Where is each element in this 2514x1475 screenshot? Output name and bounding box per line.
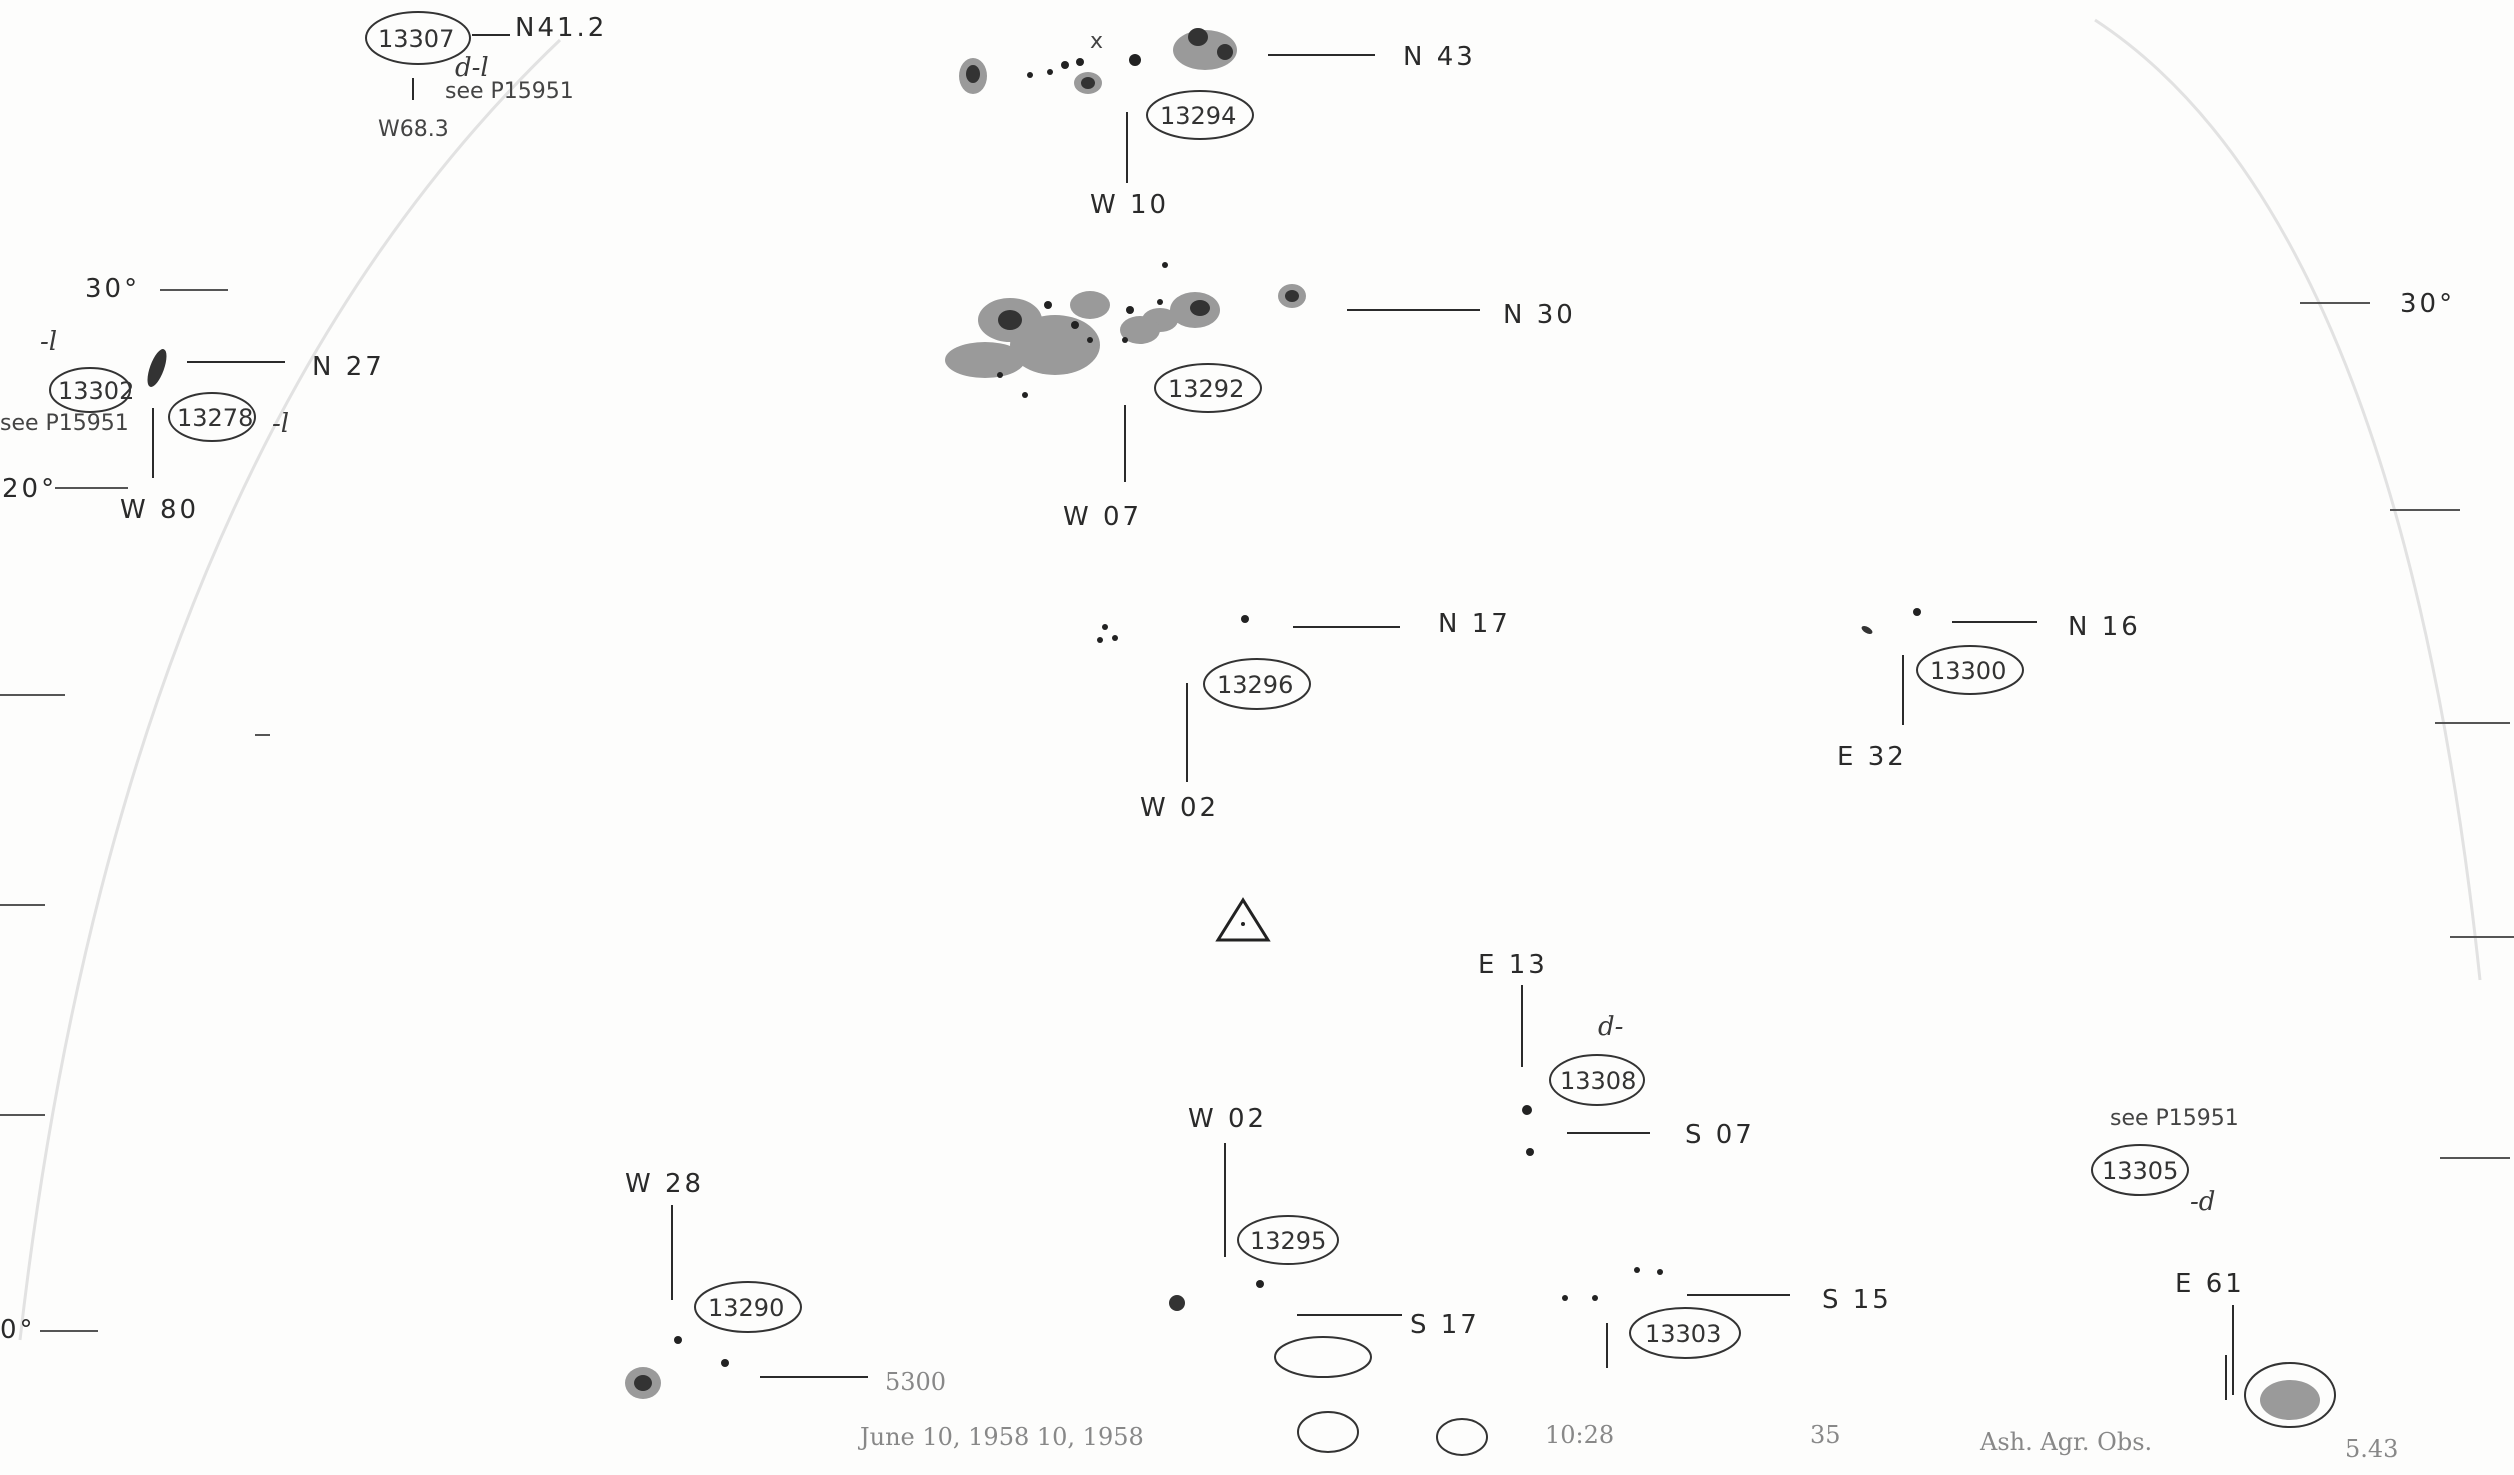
right-margin-ticks: [2300, 302, 2514, 1159]
svg-text:N 16: N 16: [2068, 612, 2141, 642]
marker-13303: S 15 13303: [1562, 1267, 1892, 1368]
scale-label-left-0: 0°: [0, 1315, 36, 1345]
svg-text:N41.2: N41.2: [515, 13, 607, 43]
svg-text:13300: 13300: [1930, 657, 2006, 685]
svg-text:W 02: W 02: [1140, 793, 1219, 823]
marker-13305: see P15951 13305 -d: [2091, 1106, 2239, 1217]
svg-text:13296: 13296: [1217, 671, 1293, 699]
svg-text:d-l: d-l: [455, 53, 489, 83]
svg-text:S 15: S 15: [1822, 1285, 1892, 1315]
svg-text:13303: 13303: [1645, 1320, 1721, 1348]
svg-text:35: 35: [1810, 1421, 1841, 1449]
plate-rim-arc-right: [2094, 18, 2482, 981]
svg-text:N 17: N 17: [1438, 609, 1511, 639]
scale-label-left-30: 30°: [85, 274, 140, 304]
marker-13295: W 02 13295 S 17: [1169, 1104, 1480, 1378]
svg-text:W 80: W 80: [120, 495, 199, 525]
svg-text:S 07: S 07: [1685, 1120, 1755, 1150]
left-margin-ticks: [0, 694, 270, 1116]
marker-13302: -l 13302 see P15951: [0, 327, 134, 436]
svg-text:see P15951: see P15951: [2110, 1106, 2239, 1131]
svg-text:see P15951: see P15951: [0, 411, 129, 436]
marker-13278: N 27 13278 -l W 80: [120, 349, 385, 525]
svg-text:5.43: 5.43: [2345, 1435, 2398, 1463]
galaxy-cluster-center: [945, 262, 1306, 398]
svg-text:E 13: E 13: [1478, 950, 1548, 980]
marker-13306: E 61: [2175, 1269, 2336, 1428]
svg-text:W 02: W 02: [1188, 1104, 1267, 1134]
plate-rim-arc: [18, 38, 562, 1341]
center-triangle-mark: [1215, 897, 1271, 942]
svg-text:S 17: S 17: [1410, 1310, 1480, 1340]
svg-text:-l: -l: [40, 327, 57, 357]
svg-text:13308: 13308: [1560, 1067, 1636, 1095]
svg-text:W 07: W 07: [1063, 502, 1142, 532]
svg-text:June 10, 1958 10, 1958: June 10, 1958 10, 1958: [857, 1423, 1144, 1451]
svg-text:E 32: E 32: [1837, 742, 1907, 772]
svg-text:-l: -l: [272, 409, 289, 439]
svg-text:x: x: [1090, 29, 1103, 54]
svg-text:10:28: 10:28: [1545, 1421, 1614, 1449]
svg-text:13307: 13307: [378, 25, 454, 53]
svg-text:13290: 13290: [708, 1294, 784, 1322]
marker-13300: N 16 13300 E 32: [1837, 608, 2141, 772]
svg-text:E 61: E 61: [2175, 1269, 2245, 1299]
svg-text:W 10: W 10: [1090, 190, 1169, 220]
svg-text:5300: 5300: [885, 1368, 946, 1396]
scale-label-right-30: 30°: [2400, 289, 2455, 319]
marker-13308: E 13 d- 13308 S 07: [1478, 950, 1755, 1156]
svg-text:Ash. Agr. Obs.: Ash. Agr. Obs.: [1979, 1428, 2152, 1456]
plate-footer: 5300 June 10, 1958 10, 1958 10:28 35 Ash…: [857, 1368, 2398, 1463]
svg-text:N 43: N 43: [1403, 42, 1476, 72]
svg-text:-d: -d: [2190, 1187, 2215, 1217]
svg-text:13295: 13295: [1250, 1227, 1326, 1255]
marker-13290: W 28 13290: [625, 1169, 868, 1399]
svg-text:N 30: N 30: [1503, 300, 1576, 330]
svg-text:N 27: N 27: [312, 352, 385, 382]
marker-13296: N 17 13296 W 02: [1097, 609, 1511, 823]
galaxy-cluster-top: x: [959, 28, 1237, 94]
svg-text:W 28: W 28: [625, 1169, 704, 1199]
svg-text:13294: 13294: [1160, 102, 1236, 130]
svg-text:see P15951: see P15951: [445, 79, 574, 104]
marker-13294: N 43 13294 W 10: [1090, 42, 1476, 220]
svg-text:d-: d-: [1598, 1012, 1623, 1042]
marker-13292: N 30 13292 W 07: [1063, 300, 1576, 532]
marker-13307: 13307 N41.2 d-l see P15951 W68.3: [365, 11, 607, 142]
svg-text:13305: 13305: [2102, 1157, 2178, 1185]
svg-text:13292: 13292: [1168, 375, 1244, 403]
scale-label-left-20: 20°: [2, 474, 57, 504]
svg-text:13302: 13302: [58, 377, 134, 405]
svg-text:13278: 13278: [177, 404, 253, 432]
svg-text:W68.3: W68.3: [378, 117, 449, 142]
